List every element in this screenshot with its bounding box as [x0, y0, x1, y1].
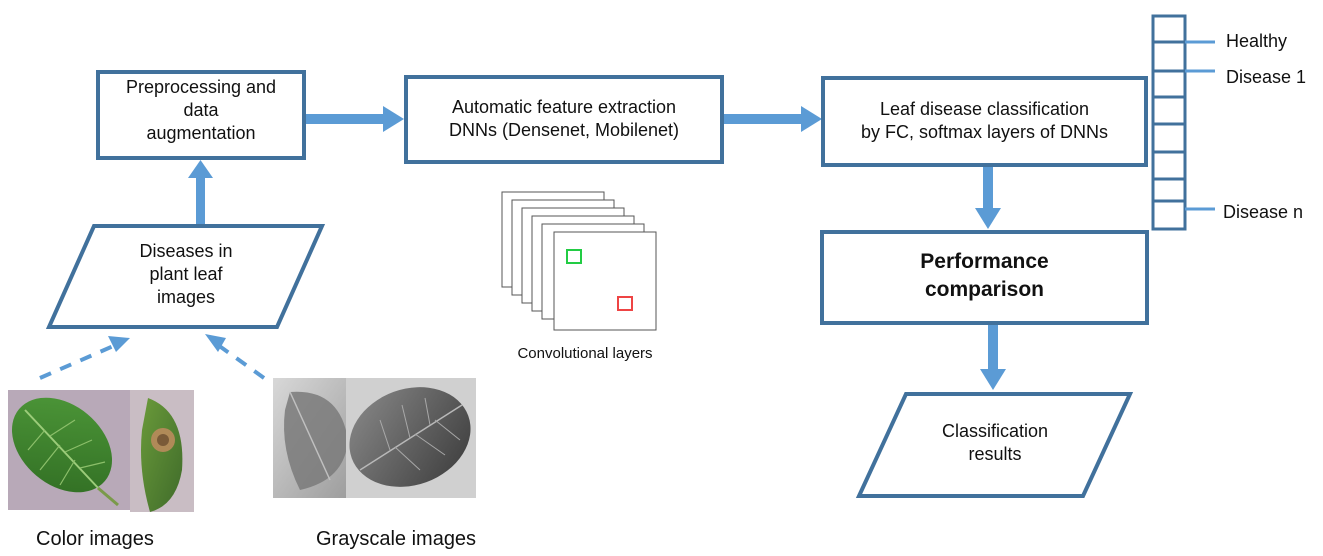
classification-box — [821, 76, 1148, 167]
dashed-arrowhead-color — [108, 336, 130, 352]
dashed-arrow-grayscale — [216, 343, 266, 380]
output-vector-dividers — [1153, 40, 1185, 203]
preprocessing-label: Preprocessing and data augmentation — [125, 77, 277, 143]
dashed-arrowhead-grayscale — [205, 334, 226, 352]
conv-layers-label: Convolutional layers — [517, 345, 653, 362]
input-label: Diseases in plant leaf images — [139, 241, 233, 307]
conv-layer — [553, 231, 657, 331]
output-healthy-label: Healthy — [1226, 31, 1288, 51]
leaf-color-photo-icon — [8, 390, 194, 512]
performance-label: Performance comparison — [920, 250, 1049, 301]
dashed-arrow-color — [39, 342, 119, 380]
arrow-extraction-to-classification — [723, 106, 822, 132]
output-diseasen-label: Disease n — [1223, 202, 1304, 222]
grayscale-images-caption: Grayscale images — [316, 528, 477, 550]
arrow-classification-to-performance — [975, 167, 1001, 229]
feature-extraction-box — [404, 75, 724, 164]
output-disease1-label: Disease 1 — [1226, 67, 1307, 87]
output-connectors — [1185, 40, 1215, 211]
color-images-caption: Color images — [36, 528, 154, 550]
input-parallelogram — [45, 224, 326, 329]
leaf-grayscale-photo-icon — [273, 378, 476, 498]
arrows — [188, 106, 1006, 390]
preprocessing-box — [96, 70, 306, 160]
green-filter-square — [566, 249, 582, 264]
performance-box — [820, 230, 1149, 325]
arrow-preprocessing-to-extraction — [305, 106, 404, 132]
red-filter-square — [617, 296, 633, 311]
results-parallelogram — [855, 392, 1134, 498]
results-label: Classification results — [941, 421, 1049, 464]
arrow-input-to-preprocessing — [188, 160, 213, 226]
arrow-performance-to-results — [980, 324, 1006, 390]
conv-layers-stack — [501, 191, 657, 331]
dashed-arrows — [39, 342, 266, 380]
feature-extraction-label: Automatic feature extraction DNNs (Dense… — [448, 97, 680, 140]
classification-label: Leaf disease classification by FC, softm… — [860, 99, 1109, 142]
